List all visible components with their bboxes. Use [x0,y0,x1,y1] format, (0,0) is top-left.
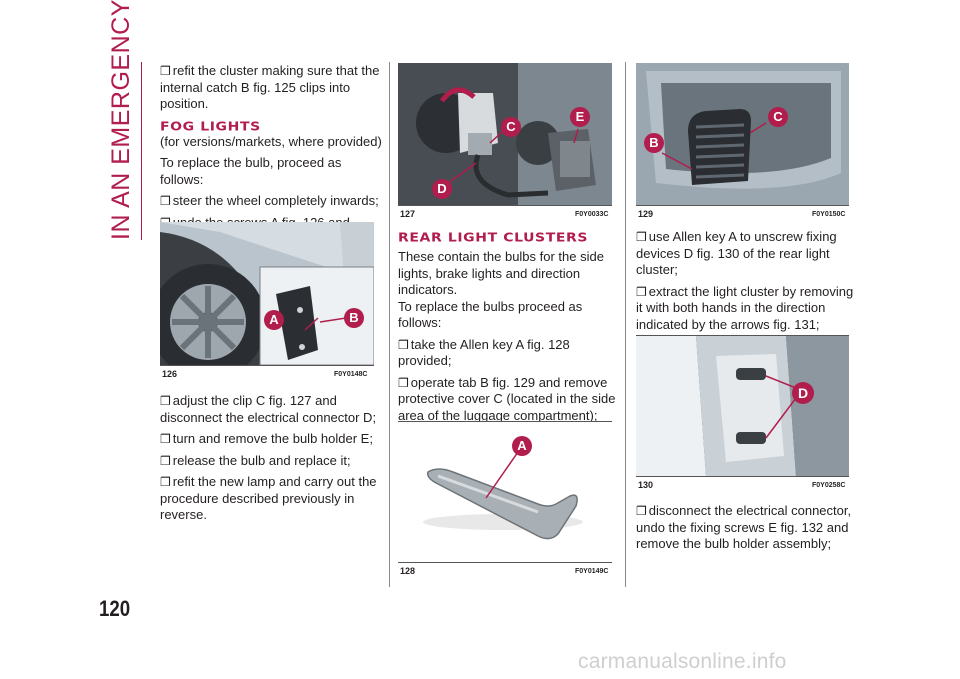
callout-label: B [644,133,664,153]
callout-label: C [768,107,788,127]
figure-code: F0Y0033C [575,211,609,218]
column-1-top-text: ❒refit the cluster making sure that the … [160,63,382,248]
figure-number: 129 [638,209,654,219]
callout-label: A [512,436,532,456]
bullet-box-icon: ❒ [636,504,647,518]
bullet-box-icon: ❒ [398,375,409,390]
bullet-box-icon: ❒ [160,432,171,446]
bullet-item: ❒disconnect the electrical connector, un… [636,503,852,551]
bullet-item: ❒use Allen key A to unscrew fixing devic… [636,229,837,277]
bullet-item: ❒operate tab B fig. 129 and remove prote… [398,374,616,423]
section-side-title: IN AN EMERGENCY [107,0,135,240]
figure-128-image: A [398,422,612,562]
figure-code: F0Y0148C [334,371,368,378]
callout-label: A [264,310,284,330]
site-watermark: carmanualsonline.info [578,650,787,673]
figure-129-image: B C [636,63,849,205]
bullet-box-icon: ❒ [160,475,171,489]
figure-top-rule [636,335,849,336]
figure-caption-rule [636,205,849,206]
callout-label: C [501,117,521,137]
versions-note: (for versions/markets, where provided) [160,133,382,149]
bullet-box-icon: ❒ [160,453,171,468]
bullet-box-icon: ❒ [636,284,647,299]
intro-text: To replace the bulb, proceed as follows: [160,155,342,187]
bullet-box-icon: ❒ [398,337,409,352]
figure-127-image: C D E [398,63,612,205]
page-number: 120 [99,596,131,621]
bullet-item: ❒extract the light cluster by removing i… [636,283,854,332]
column-3-bottom-text: ❒disconnect the electrical connector, un… [636,503,858,553]
bullet-box-icon: ❒ [160,194,171,208]
figure-code: F0Y0150C [812,211,846,218]
figure-number: 128 [400,566,416,576]
figure-number: 127 [400,209,416,219]
bullet-item: ❒refit the cluster making sure that the … [160,63,380,111]
callout-label: D [432,179,452,199]
figure-caption-rule [636,476,849,477]
bullet-item: ❒refit the new lamp and carry out the pr… [160,474,377,522]
figure-code: F0Y0258C [812,482,846,489]
figure-caption-rule [160,365,374,366]
bullet-item: ❒adjust the clip C fig. 127 and disconne… [160,393,377,425]
bullet-item: ❒take the Allen key A fig. 128 provided; [398,336,570,369]
callout-label: B [344,308,364,328]
bullet-box-icon: ❒ [160,64,171,78]
figure-caption-rule [398,562,612,563]
figure-code: F0Y0149C [575,568,609,575]
bullet-box-icon: ❒ [636,230,647,244]
figure-130-image: D [636,336,849,476]
body-text: These contain the bulbs for the side lig… [398,249,604,297]
callout-label: D [792,382,814,404]
figure-number: 130 [638,480,654,490]
callout-label: E [570,107,590,127]
figure-number: 126 [162,369,178,379]
column-divider [389,62,390,587]
figure-caption-rule [398,205,612,206]
figure-126-image: A B [160,222,374,365]
body-text: To replace the bulbs proceed as follows: [398,298,583,331]
bullet-item: ❒turn and remove the bulb holder E; [160,431,373,446]
column-3-top-text: ❒use Allen key A to unscrew fixing devic… [636,229,858,333]
column-divider [625,62,626,587]
bullet-box-icon: ❒ [160,394,171,408]
heading-rear-light-clusters: REAR LIGHT CLUSTERS [398,230,589,245]
column-1-bottom-text: ❒adjust the clip C fig. 127 and disconne… [160,393,382,524]
heading-fog-lights: FOG LIGHTS [160,119,261,134]
bullet-item: ❒release the bulb and replace it; [160,452,351,468]
column-2-text: REAR LIGHT CLUSTERS These contain the bu… [398,229,620,424]
figure-top-rule [398,421,612,422]
bullet-item: ❒steer the wheel completely inwards; [160,193,379,208]
section-side-rule [141,62,142,240]
